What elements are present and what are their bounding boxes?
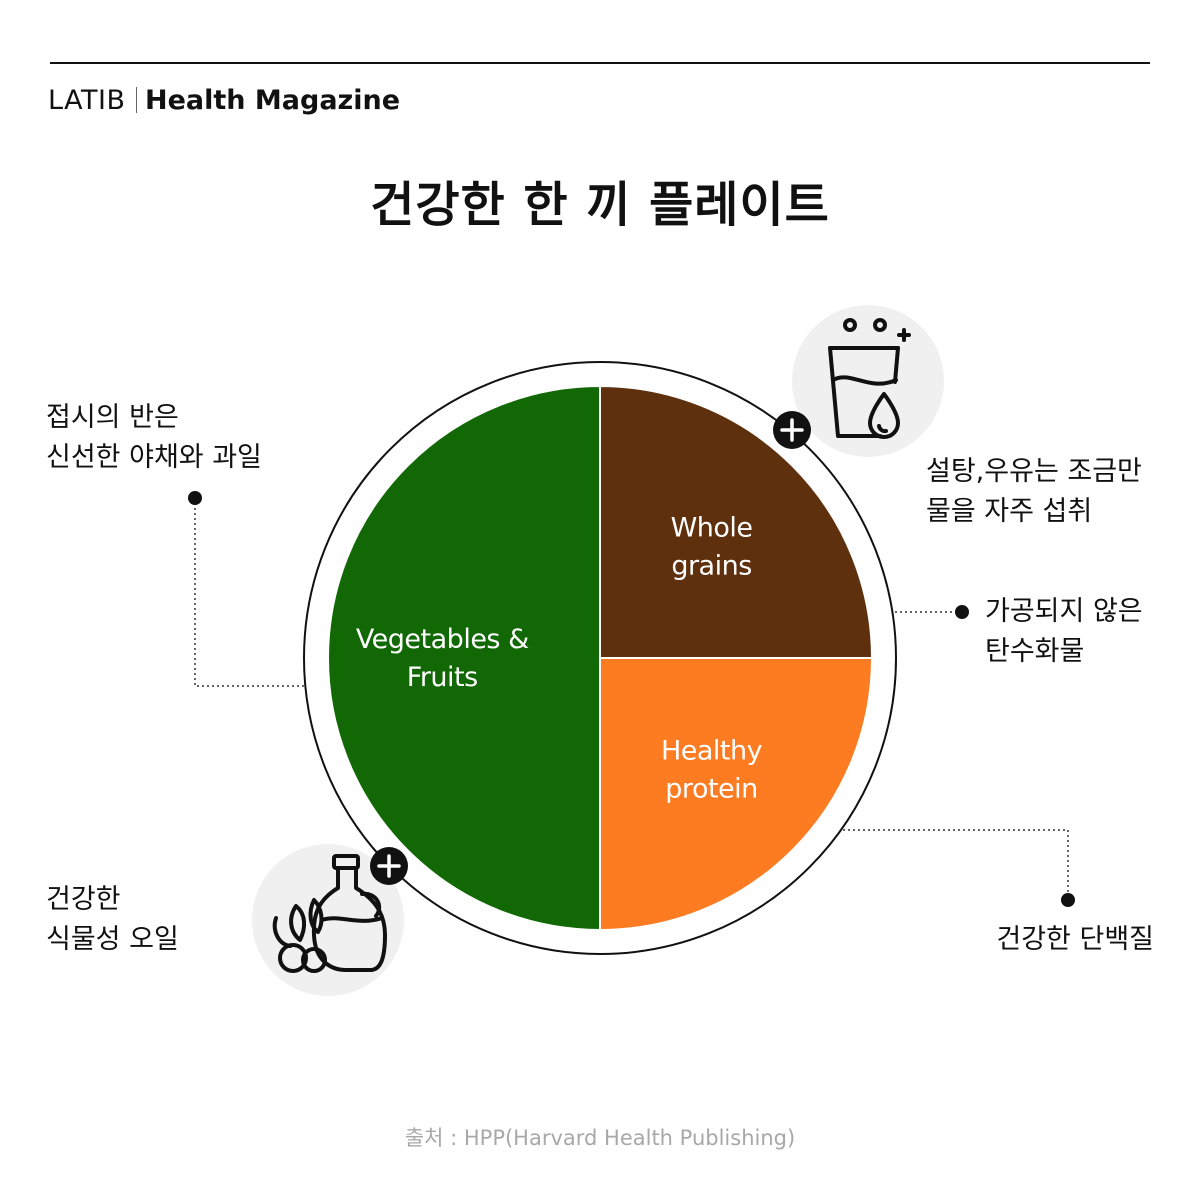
plus-icon <box>370 847 408 885</box>
annotation-water: 설탕,우유는 조금만 물을 자주 섭취 <box>926 452 1142 532</box>
annotation-oil: 건강한 식물성 오일 <box>46 880 179 960</box>
pie-slice-0 <box>327 384 601 932</box>
olive-oil-bottle-icon <box>272 854 387 973</box>
brand-separator <box>135 87 138 113</box>
annotation-grains: 가공되지 않은 탄수화물 <box>985 592 1143 672</box>
annotation-line: 건강한 <box>46 884 121 915</box>
annotation-vegetables: 접시의 반은 신선한 야채와 과일 <box>46 398 262 478</box>
water-glass-icon <box>828 318 911 439</box>
leader-line-vegetables <box>194 498 305 687</box>
pie-slice-2 <box>599 657 874 932</box>
annotation-line: 설탕,우유는 조금만 <box>926 456 1142 487</box>
leader-dot-protein <box>1061 893 1075 907</box>
brand-name: LATIB <box>48 85 126 116</box>
annotation-line: 가공되지 않은 <box>985 596 1143 627</box>
plus-icon <box>773 411 811 449</box>
brand-header: LATIB Health Magazine <box>48 84 400 118</box>
annotation-line: 건강한 단백질 <box>996 924 1154 955</box>
slice-label-0: Vegetables &Fruits <box>356 624 529 693</box>
annotation-protein: 건강한 단백질 <box>996 920 1154 960</box>
water-badge <box>792 305 944 457</box>
source-credit: 출처 : HPP(Harvard Health Publishing) <box>404 1126 796 1150</box>
pie-slice-1 <box>599 384 874 659</box>
brand-magazine: Health Magazine <box>145 85 401 116</box>
leader-dot-vegetables <box>188 491 202 505</box>
top-divider <box>50 62 1150 64</box>
annotation-line: 신선한 야채와 과일 <box>46 442 262 473</box>
leader-line-protein <box>838 829 1069 900</box>
annotation-line: 식물성 오일 <box>46 924 179 955</box>
annotation-line: 탄수화물 <box>985 636 1085 667</box>
page-title: 건강한 한 끼 플레이트 <box>370 177 830 233</box>
annotation-line: 물을 자주 섭취 <box>926 496 1093 527</box>
annotation-line: 접시의 반은 <box>46 402 179 433</box>
leader-dot-grains <box>955 605 969 619</box>
oil-badge <box>252 844 404 996</box>
